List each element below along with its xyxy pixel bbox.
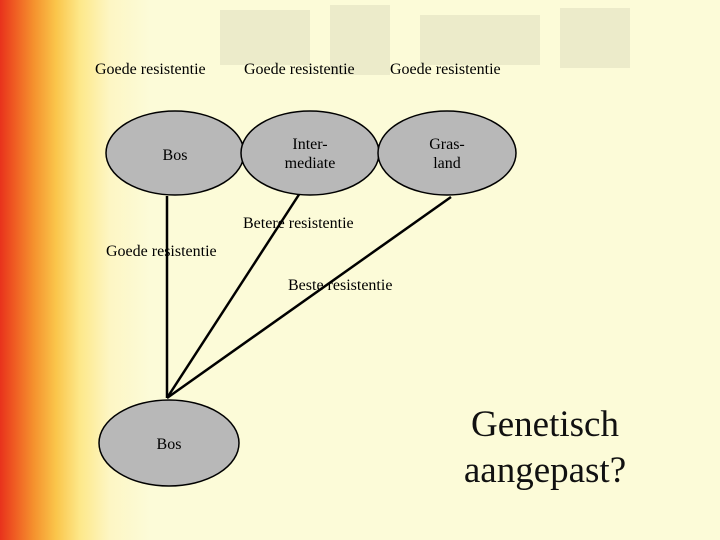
edge-label-left: Goede resistentie: [106, 243, 217, 260]
node-bos-bottom-label: Bos: [156, 436, 182, 453]
edge-intermediate-bos: [165, 192, 302, 399]
node-grasland-label: Gras- land: [429, 136, 465, 173]
edge-grasland-bos: [166, 195, 452, 400]
node-grasland: [377, 110, 517, 196]
top-label-bos: Goede resistentie: [95, 61, 206, 78]
background-watermark: [220, 5, 630, 75]
node-bos-bottom: [98, 399, 240, 487]
question-line-1: Genetisch: [471, 404, 619, 445]
edge-label-middle: Betere resistentie: [243, 215, 354, 232]
node-bos-top-label: Bos: [162, 147, 188, 164]
top-label-grasland: Goede resistentie: [390, 61, 501, 78]
question-line-2: aangepast?: [463, 450, 627, 492]
top-label-intermediate: Goede resistentie: [244, 61, 355, 78]
edge-label-right: Beste resistentie: [288, 277, 393, 294]
node-intermediate-label: Inter- mediate: [284, 136, 336, 173]
question-text: Genetisch aangepast?: [440, 402, 650, 495]
